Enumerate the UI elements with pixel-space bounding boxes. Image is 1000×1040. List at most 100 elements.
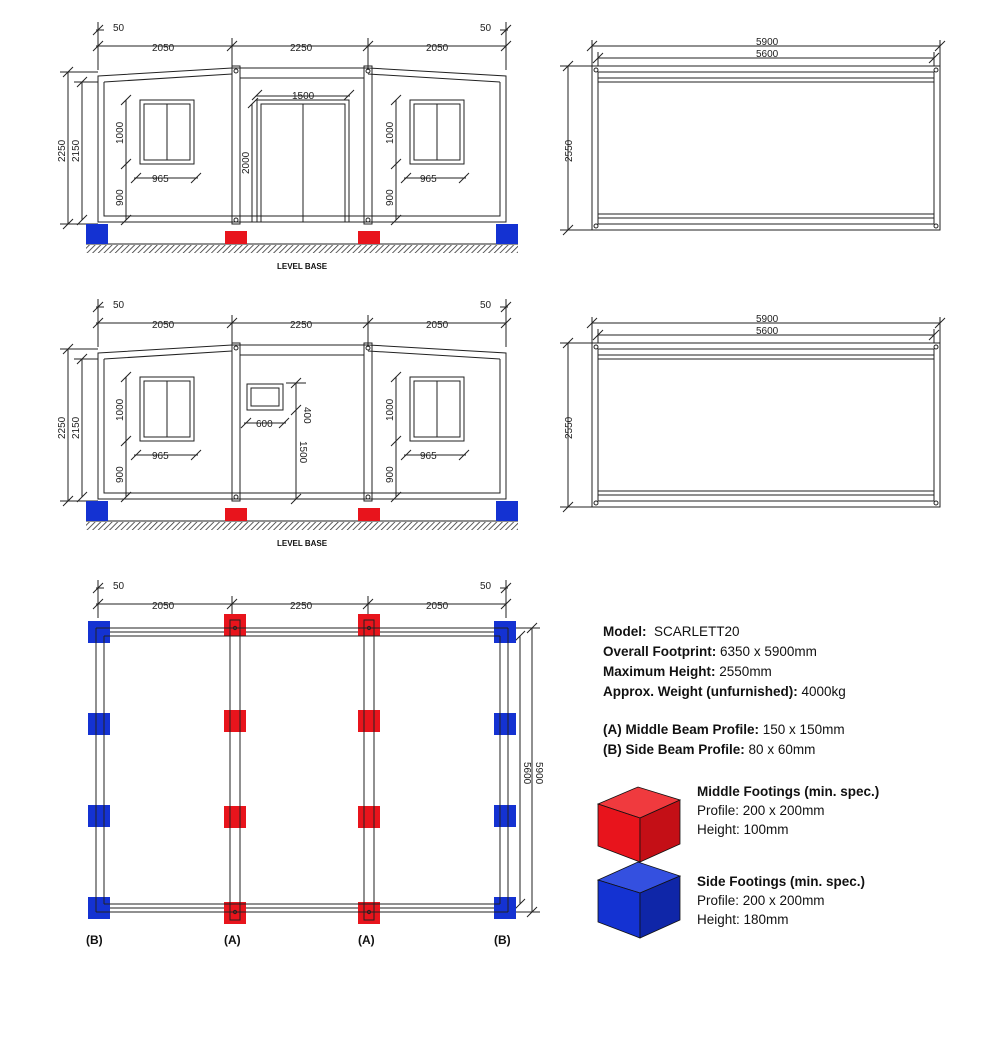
- dim-small-window-w: 600: [256, 419, 273, 430]
- spec-side-beam: (B) Side Beam Profile: 80 x 60mm: [603, 742, 816, 757]
- dim-left: 2050: [152, 43, 175, 54]
- side-view-2-labels: 5900 5600 2550: [564, 314, 779, 439]
- legend-middle-profile: Profile: 200 x 200mm: [697, 803, 825, 818]
- middle-footing: [225, 231, 247, 244]
- side-footing: [496, 501, 518, 521]
- dim-window-sill-right: 900: [385, 466, 396, 483]
- middle-footing: [224, 806, 246, 828]
- dim-side-height: 2550: [564, 139, 575, 162]
- front-footings: [86, 224, 518, 244]
- dim-window-w-left: 965: [152, 451, 169, 462]
- plan-labels: 50 50 2050 2250 2050 5900 5600 (B) (A) (…: [86, 581, 544, 947]
- dim-height-total: 2250: [57, 416, 68, 439]
- side-footing: [494, 897, 516, 919]
- axis-label-a-right: (A): [358, 933, 375, 947]
- dim-window-h-left: 1000: [115, 121, 126, 144]
- dim-right: 2050: [426, 43, 449, 54]
- spec-height: Maximum Height: 2550mm: [603, 664, 772, 679]
- side-view-2: [560, 317, 946, 513]
- dim-edge-left: 50: [113, 23, 125, 34]
- middle-footing: [358, 710, 380, 732]
- dim-edge-left: 50: [113, 581, 125, 592]
- dim-left: 2050: [152, 320, 175, 331]
- dim-window-h-right: 1000: [385, 398, 396, 421]
- axis-label-b-left: (B): [86, 933, 103, 947]
- dim-edge-right: 50: [480, 300, 492, 311]
- rear-dimension-labels: 50 50 2050 2250 2050 2250 2150 1000 900 …: [57, 300, 492, 548]
- side-footing: [88, 713, 110, 735]
- dim-edge-right: 50: [480, 23, 492, 34]
- dim-window-sill-left: 900: [115, 466, 126, 483]
- spec-model: Model: SCARLETT20: [603, 624, 740, 639]
- dim-window-w-right: 965: [420, 451, 437, 462]
- side-footing-cube-icon: [596, 861, 682, 939]
- side-footing: [494, 713, 516, 735]
- side-footing: [86, 501, 108, 521]
- middle-footing: [358, 902, 380, 924]
- middle-footing: [224, 614, 246, 636]
- dim-right: 2050: [426, 601, 449, 612]
- dim-door-h: 2000: [241, 151, 252, 174]
- legend-side-title: Side Footings (min. spec.): [697, 874, 866, 889]
- dim-height-wall: 2150: [71, 139, 82, 162]
- legend-side-footings: Side Footings (min. spec.) Profile: 200 …: [697, 872, 865, 929]
- specification-panel: Model: SCARLETT20 Overall Footprint: 635…: [603, 622, 983, 760]
- dim-window-sill-right: 900: [385, 189, 396, 206]
- side-footing: [86, 224, 108, 244]
- legend-middle-height: Height: 100mm: [697, 822, 789, 837]
- rear-elevation: [60, 299, 518, 530]
- dim-edge-left: 50: [113, 300, 125, 311]
- dim-right: 2050: [426, 320, 449, 331]
- dim-window-h-left: 1000: [115, 398, 126, 421]
- dim-middle: 2250: [290, 43, 313, 54]
- dim-inner-length: 5600: [756, 326, 779, 337]
- dim-depth-outer: 5900: [533, 762, 544, 785]
- side-footing: [494, 805, 516, 827]
- middle-footing: [358, 508, 380, 521]
- dim-outer-length: 5900: [756, 314, 779, 325]
- level-base-label: LEVEL BASE: [277, 262, 328, 271]
- axis-label-b-right: (B): [494, 933, 511, 947]
- middle-footing: [224, 902, 246, 924]
- dim-outer-length: 5900: [756, 37, 779, 48]
- dim-small-window-h: 400: [301, 407, 312, 424]
- dim-inner-length: 5600: [756, 49, 779, 60]
- dim-left: 2050: [152, 601, 175, 612]
- dim-window-h-right: 1000: [385, 121, 396, 144]
- dim-window-sill-left: 900: [115, 189, 126, 206]
- dim-window-w-right: 965: [420, 174, 437, 185]
- middle-footing: [358, 806, 380, 828]
- middle-footing: [225, 508, 247, 521]
- middle-footing: [224, 710, 246, 732]
- side-footing: [88, 897, 110, 919]
- spec-middle-beam: (A) Middle Beam Profile: 150 x 150mm: [603, 722, 845, 737]
- legend-middle-footings: Middle Footings (min. spec.) Profile: 20…: [697, 782, 879, 839]
- legend-side-height: Height: 180mm: [697, 912, 789, 927]
- middle-footing: [358, 614, 380, 636]
- side-footing: [494, 621, 516, 643]
- front-elevation: [60, 22, 518, 253]
- side-footing: [88, 805, 110, 827]
- front-dimension-labels: 50 50 2050 2250 2050 2250 2150 1000 900 …: [57, 23, 492, 271]
- dim-middle: 2250: [290, 320, 313, 331]
- axis-label-a-left: (A): [224, 933, 241, 947]
- rear-footings: [86, 501, 518, 521]
- side-footing: [88, 621, 110, 643]
- spec-weight: Approx. Weight (unfurnished): 4000kg: [603, 684, 846, 699]
- side-view-1-labels: 5900 5600 2550: [564, 37, 779, 162]
- side-view-1: [560, 40, 946, 236]
- side-footing: [496, 224, 518, 244]
- dim-edge-right: 50: [480, 581, 492, 592]
- dim-height-total: 2250: [57, 139, 68, 162]
- plan-beam-overlay: [95, 619, 509, 921]
- spec-footprint: Overall Footprint: 6350 x 5900mm: [603, 644, 817, 659]
- middle-footing-cube-icon: [596, 786, 682, 863]
- floor-plan: [92, 580, 540, 918]
- dim-window-w-left: 965: [152, 174, 169, 185]
- dim-door-w: 1500: [292, 91, 315, 102]
- dim-side-height: 2550: [564, 416, 575, 439]
- middle-footing: [358, 231, 380, 244]
- dim-depth-inner: 5600: [521, 762, 532, 785]
- plan-footings: [88, 614, 516, 924]
